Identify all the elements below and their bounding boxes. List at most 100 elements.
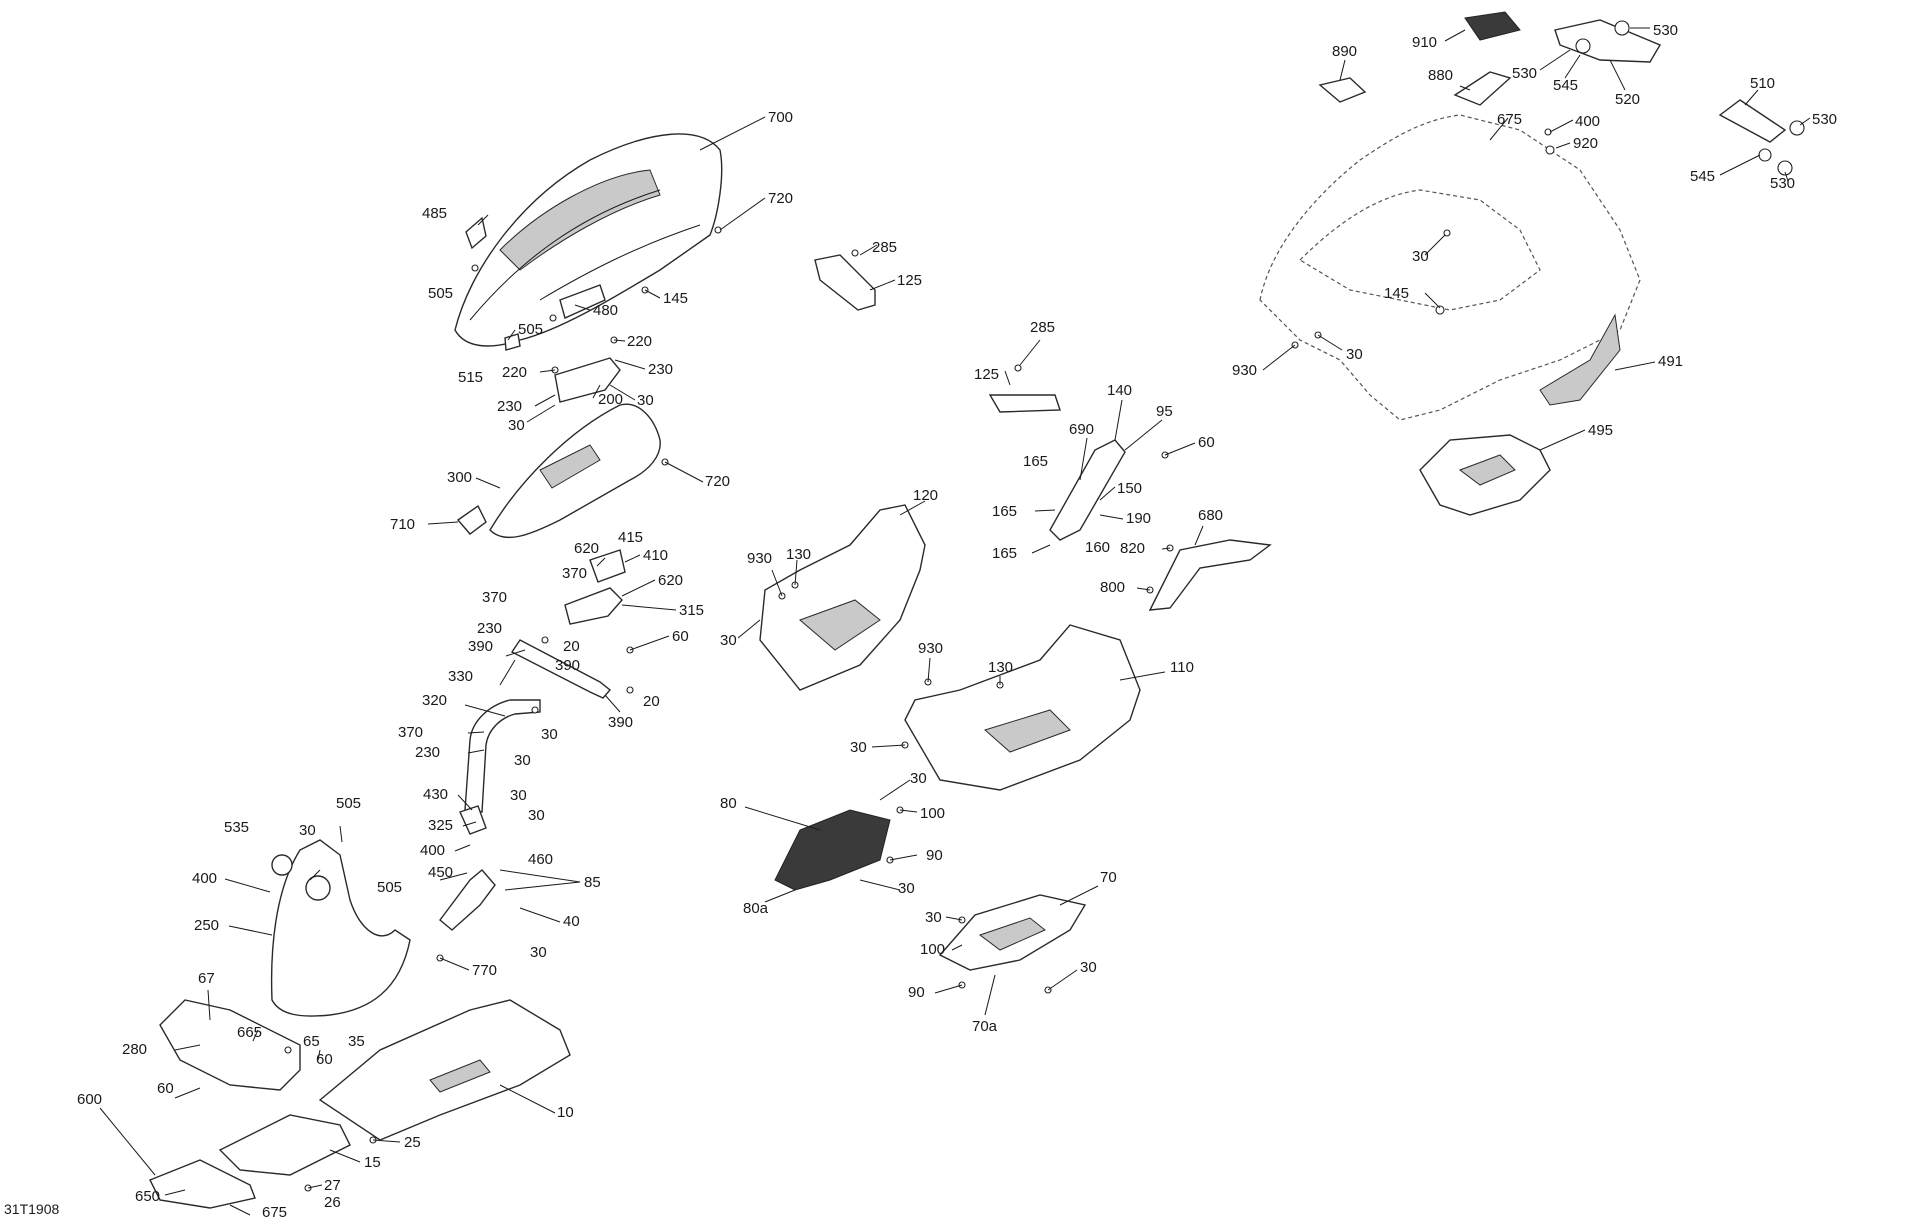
label-60b: 60 — [316, 1051, 333, 1068]
label-370c: 370 — [398, 724, 423, 741]
label-30o: 30 — [1412, 248, 1429, 265]
label-30j: 30 — [850, 739, 867, 756]
label-400a: 400 — [420, 842, 445, 859]
part-700-hood-inner — [499, 169, 661, 271]
part-330-crossbar — [510, 639, 612, 699]
label-545a: 545 — [1553, 77, 1578, 94]
label-67: 67 — [198, 970, 215, 987]
label-530b: 530 — [1512, 65, 1537, 82]
label-90b: 90 — [908, 984, 925, 1001]
part-10-skid-cutout — [429, 1059, 491, 1093]
part-320-bumper-frame — [464, 699, 541, 813]
label-110: 110 — [1170, 659, 1194, 676]
label-530d: 530 — [1770, 175, 1795, 192]
label-100b: 100 — [920, 941, 945, 958]
label-20a: 20 — [563, 638, 580, 655]
label-890: 890 — [1332, 43, 1357, 60]
label-30i: 30 — [720, 632, 737, 649]
label-910: 910 — [1412, 34, 1437, 51]
label-30d: 30 — [514, 752, 531, 769]
label-26: 26 — [324, 1194, 341, 1211]
label-95: 95 — [1156, 403, 1173, 420]
label-30a: 30 — [637, 392, 654, 409]
label-30p: 30 — [1346, 346, 1363, 363]
label-65: 65 — [303, 1033, 320, 1050]
label-505d: 505 — [377, 879, 402, 896]
label-520: 520 — [1615, 91, 1640, 108]
part-110-footwell — [904, 624, 1141, 791]
label-680: 680 — [1198, 507, 1223, 524]
label-390c: 390 — [608, 714, 633, 731]
part-485-bracket — [465, 216, 487, 250]
label-10: 10 — [557, 1104, 574, 1121]
fastener-145b — [1435, 305, 1445, 315]
fastener-530a — [1614, 20, 1630, 36]
label-600: 600 — [77, 1091, 102, 1108]
label-130b: 130 — [988, 659, 1013, 676]
label-620b: 620 — [658, 572, 683, 589]
part-10-main-skid-plate — [318, 999, 571, 1141]
label-90a: 90 — [926, 847, 943, 864]
label-190: 190 — [1126, 510, 1151, 527]
label-800: 800 — [1100, 579, 1125, 596]
label-220b: 220 — [502, 364, 527, 381]
part-880-pad — [1453, 71, 1512, 106]
label-30b: 30 — [508, 417, 525, 434]
part-rear-fender-inner — [1299, 189, 1541, 311]
label-285b: 285 — [1030, 319, 1055, 336]
part-600-front-skid — [149, 1159, 256, 1209]
label-100a: 100 — [920, 805, 945, 822]
part-250-bumper-light — [305, 875, 331, 901]
label-145b: 145 — [1384, 285, 1409, 302]
label-80a: 80a — [743, 900, 769, 917]
label-30k: 30 — [910, 770, 927, 787]
fastener-20b — [626, 686, 634, 694]
part-491-panel — [1539, 313, 1621, 406]
label-60d: 60 — [1198, 434, 1215, 451]
label-515: 515 — [458, 369, 483, 386]
fastener-30c — [531, 706, 539, 714]
part-125-footrest-a — [814, 254, 876, 311]
part-700-front-hood — [454, 133, 723, 347]
label-60a: 60 — [672, 628, 689, 645]
fastener-20a — [541, 636, 549, 644]
part-700-hood-ridge — [469, 189, 701, 321]
label-390a: 390 — [468, 638, 493, 655]
label-80: 80 — [720, 795, 737, 812]
part-910-mesh — [1464, 11, 1521, 41]
label-505c: 505 — [336, 795, 361, 812]
label-140: 140 — [1107, 382, 1132, 399]
fasteners — [284, 20, 1805, 1192]
label-390b: 390 — [555, 657, 580, 674]
label-400b: 400 — [192, 870, 217, 887]
part-515-cap — [504, 333, 521, 351]
label-280: 280 — [122, 1041, 147, 1058]
label-230d: 230 — [415, 744, 440, 761]
label-510: 510 — [1750, 75, 1775, 92]
label-250: 250 — [194, 917, 219, 934]
label-30g: 30 — [530, 944, 547, 961]
label-930b: 930 — [918, 640, 943, 657]
part-labels: 700 720 485 505 145 480 505 515 220 220 … — [77, 22, 1837, 1218]
part-120-floor-shade — [799, 599, 881, 651]
leader-lines — [99, 27, 1811, 1216]
label-230c: 230 — [477, 620, 502, 637]
label-315: 315 — [679, 602, 704, 619]
label-415: 415 — [618, 529, 643, 546]
label-530a: 530 — [1653, 22, 1678, 39]
label-920: 920 — [1573, 135, 1598, 152]
label-665: 665 — [237, 1024, 262, 1041]
label-650: 650 — [135, 1188, 160, 1205]
fastener-920 — [1545, 145, 1555, 155]
label-700: 700 — [768, 109, 793, 126]
part-125-footrest-b — [988, 394, 1061, 413]
label-300: 300 — [447, 469, 472, 486]
part-315-bracket — [564, 587, 623, 625]
label-330: 330 — [448, 668, 473, 685]
part-300-fascia-vent — [539, 444, 601, 489]
label-30e: 30 — [510, 787, 527, 804]
label-880: 880 — [1428, 67, 1453, 84]
fastener-285b — [1014, 364, 1022, 372]
part-510-tail-light — [1718, 99, 1787, 143]
part-890-cap — [1318, 77, 1367, 103]
